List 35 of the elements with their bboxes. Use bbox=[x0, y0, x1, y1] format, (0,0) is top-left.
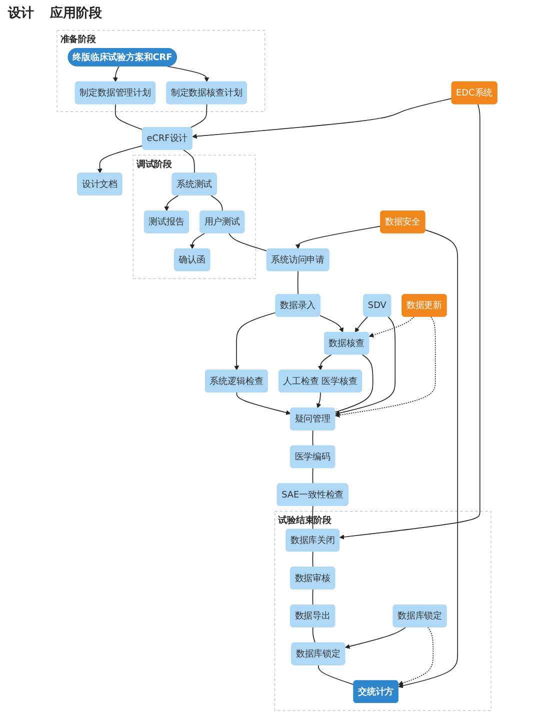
arrow bbox=[368, 316, 414, 338]
arrow bbox=[234, 312, 276, 370]
connector bbox=[114, 104, 144, 130]
arrow bbox=[334, 316, 436, 418]
connector bbox=[312, 626, 316, 644]
connector bbox=[312, 551, 314, 568]
arrow bbox=[318, 354, 332, 370]
arrow bbox=[320, 315, 344, 333]
arrow bbox=[398, 626, 434, 686]
arrow bbox=[316, 392, 322, 408]
connector bbox=[312, 468, 314, 484]
connector bbox=[334, 354, 374, 413]
arrow bbox=[236, 392, 291, 415]
arrow bbox=[398, 229, 458, 688]
arrow bbox=[112, 66, 120, 82]
arrow bbox=[164, 195, 179, 212]
arrow bbox=[344, 626, 406, 649]
arrow bbox=[339, 104, 480, 540]
arrow bbox=[190, 232, 206, 250]
connector bbox=[228, 232, 268, 252]
arrow bbox=[192, 98, 452, 139]
connector bbox=[312, 589, 314, 606]
connector bbox=[312, 430, 314, 446]
connector bbox=[190, 104, 208, 128]
connector bbox=[210, 195, 223, 212]
arrow bbox=[334, 316, 396, 416]
connector bbox=[318, 664, 354, 686]
arrow bbox=[97, 145, 143, 174]
arrow bbox=[354, 316, 368, 333]
arrow bbox=[296, 226, 382, 250]
connector bbox=[183, 149, 195, 174]
arrow bbox=[167, 66, 210, 82]
stage-label: 应用阶段 bbox=[50, 4, 102, 22]
stage-label: 设计 bbox=[8, 5, 34, 22]
connector bbox=[297, 270, 299, 295]
